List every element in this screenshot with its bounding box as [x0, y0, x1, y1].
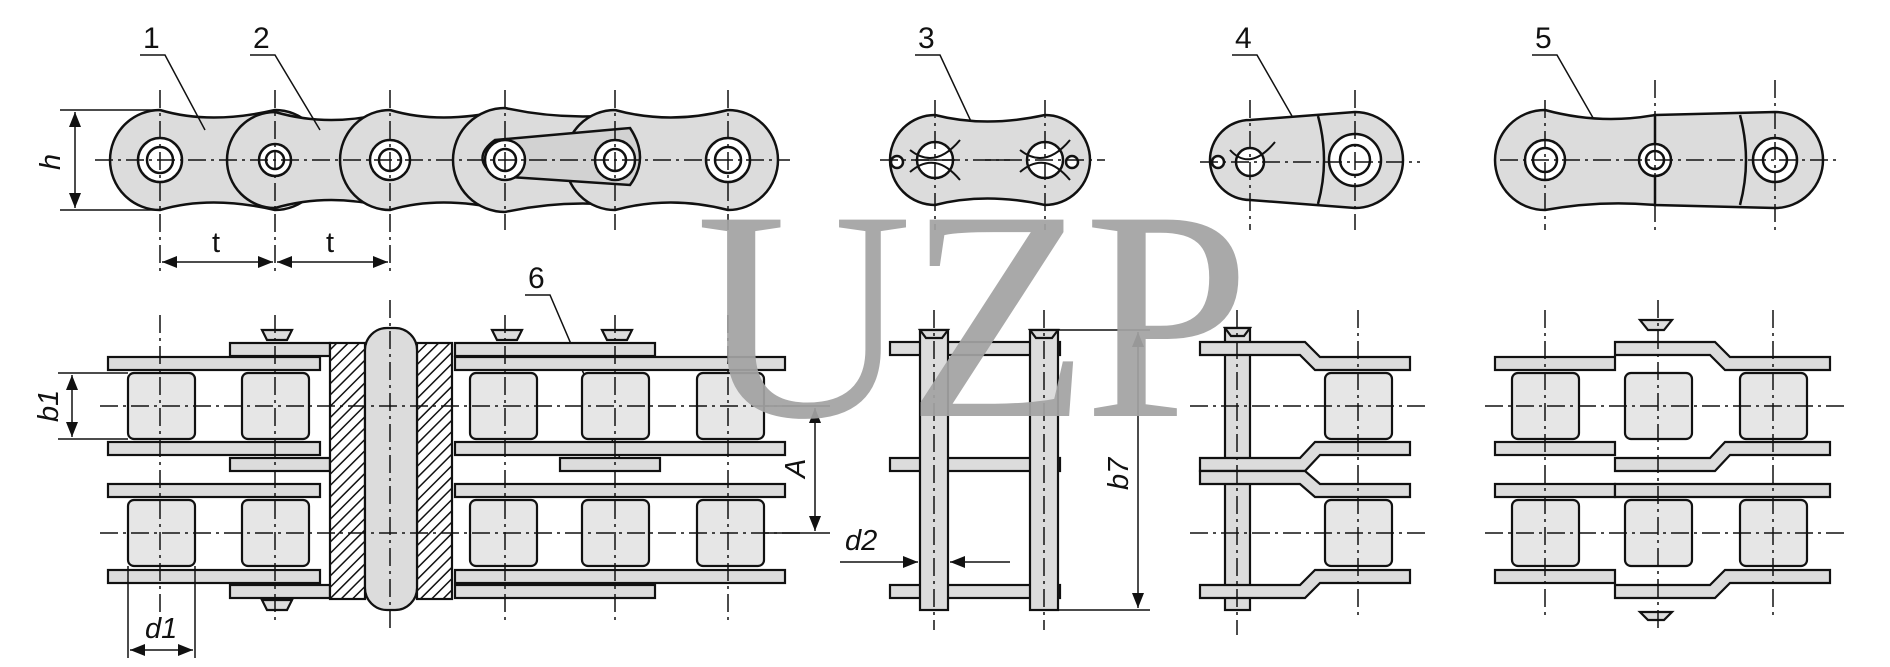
- centerlines-plan-3: [933, 310, 1045, 630]
- centerlines-plan-5: [1485, 300, 1845, 630]
- dim-h-label: h: [35, 154, 67, 170]
- centerlines-4: [1200, 90, 1420, 230]
- dim-A-label: A: [780, 459, 812, 480]
- centerlines-5: [1500, 80, 1840, 230]
- dim-d1: [127, 566, 196, 658]
- callout-2: 2: [253, 22, 270, 55]
- dim-b7: [1058, 329, 1150, 611]
- dim-b1: [58, 372, 128, 440]
- centerlines-plan-chain: [100, 300, 800, 630]
- dim-d2-label: d2: [845, 525, 877, 557]
- dim-b7-label: b7: [1103, 456, 1135, 490]
- side-view-double-offset: [1493, 108, 1825, 212]
- centerlines-top: [95, 90, 790, 275]
- centerlines-3: [880, 100, 1105, 230]
- dim-t-label-2: t: [326, 227, 334, 259]
- dim-A: [764, 405, 830, 534]
- callout-1: 1: [143, 22, 160, 55]
- dim-t-label-1: t: [212, 227, 220, 259]
- callout-6: 6: [528, 262, 545, 295]
- callout-5: 5: [1535, 22, 1552, 55]
- dim-h: [60, 109, 160, 211]
- dim-d1-label: d1: [145, 613, 177, 645]
- side-view-offset-link: [1208, 110, 1405, 210]
- dim-b1-label: b1: [33, 390, 65, 422]
- callout-3: 3: [918, 22, 935, 55]
- plan-view-chain: [106, 326, 787, 612]
- plan-view-offset-link: [1198, 326, 1412, 612]
- centerlines-plan-4: [1190, 310, 1430, 635]
- callout-4: 4: [1235, 22, 1252, 55]
- plan-view-connecting-link: [888, 328, 1062, 612]
